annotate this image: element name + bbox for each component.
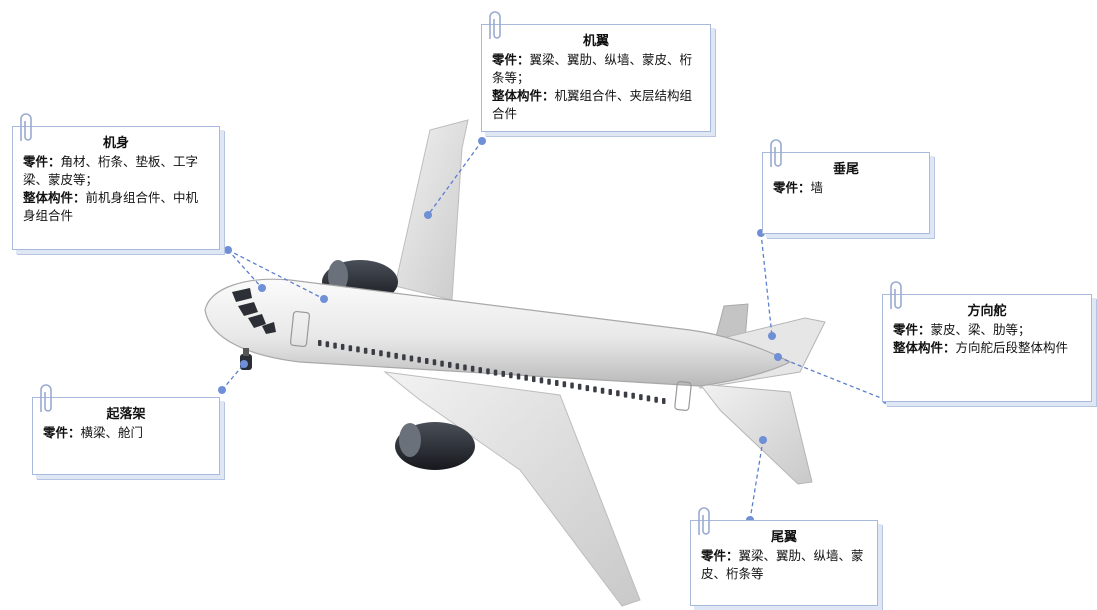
vertical-fin-title: 垂尾 [832,162,859,177]
cabin-window [318,340,322,346]
cabin-window [348,345,353,352]
cabin-window [455,363,460,370]
wing-note: 机翼 零件：翼梁、翼肋、纵墙、蒙皮、桁条等； 整体构件：机翼组合件、夹层结构组合… [481,11,711,132]
front-door [289,310,311,348]
cabin-window [379,350,383,357]
landing-gear-title: 起落架 [106,407,146,422]
cabin-window [493,369,498,376]
cabin-window [440,360,444,367]
cabin-window [593,386,597,393]
paperclip-icon [489,11,501,39]
cabin-window [402,354,406,361]
paperclip-icon [770,139,782,167]
cabin-window [662,398,666,404]
rudder-note: 方向舵 零件：蒙皮、梁、肋等； 整体构件：方向舵后段整体构件 [882,281,1092,402]
cabin-window [463,364,467,371]
wing-lower [383,371,641,607]
wing-assembly: 整体构件：机翼组合件、夹层结构组合件 [492,88,693,121]
wing-title: 机翼 [582,34,609,49]
cabin-window [340,343,345,350]
cabin-window [524,374,528,381]
cabin-window [333,342,337,349]
landing-gear-note: 起落架 零件：横梁、舱门 [32,384,220,475]
fuselage-note: 机身 零件：角材、桁条、垫板、工字梁、蒙皮等； 整体构件：前机身组合件、中机身组… [12,113,220,250]
cabin-window [417,356,421,363]
cabin-window [600,387,605,394]
cabin-window [409,355,414,362]
cabin-window [363,347,368,354]
horizontal-tail [698,383,813,485]
cabin-window [501,370,505,377]
rear-door [674,381,692,411]
cabin-window [509,372,513,379]
vertical-fin-note: 垂尾 零件：墙 [762,139,930,234]
cabin-window [577,383,582,390]
cabin-window [432,359,437,366]
paperclip-icon [698,507,710,535]
fuselage-title: 机身 [102,136,129,151]
fuselage [204,278,792,387]
horizontal-tail-parts: 零件：翼梁、翼肋、纵墙、蒙皮、桁条等 [701,548,864,581]
cabin-window [570,382,574,389]
cockpit-windows [232,288,276,334]
cabin-window [386,351,391,358]
cabin-window [616,390,620,397]
paperclip-icon [20,113,32,141]
cabin-window [639,394,643,401]
cabin-window [425,358,429,364]
horizontal-tail-title: 尾翼 [770,530,797,545]
cabin-window [631,392,635,399]
rudder-title: 方向舵 [967,304,1007,319]
cabin-window [608,389,612,395]
cabin-window [448,361,452,368]
cabin-window [486,368,490,375]
cabin-window [371,349,375,355]
cabin-window [562,381,567,388]
rudder-assembly: 整体构件：方向舵后段整体构件 [893,340,1069,355]
cabin-window [646,395,651,402]
leader-lines [221,140,887,521]
cabin-window [478,367,482,374]
cabin-window [654,396,658,403]
cabin-window [325,341,330,348]
cabin-window [547,378,551,385]
landing-gear-parts: 零件：横梁、舱门 [43,425,144,440]
cabin-window [470,365,475,372]
cabin-window [394,352,398,359]
fuselage-parts: 零件：角材、桁条、垫板、工字梁、蒙皮等； [23,154,199,187]
cabin-window [555,380,559,386]
cabin-window [516,373,521,380]
cabin-window [539,377,544,384]
fuselage-assembly: 整体构件：前机身组合件、中机身组合件 [23,190,199,223]
cabin-window [623,391,628,398]
paperclip-icon [40,384,52,412]
cabin-window [585,385,590,392]
engine-lower [395,422,475,470]
paperclip-icon [890,281,902,309]
cabin-windows [318,340,666,404]
wing-parts: 零件：翼梁、翼肋、纵墙、蒙皮、桁条等； [492,52,693,85]
cabin-window [356,346,360,353]
rudder-parts: 零件：蒙皮、梁、肋等； [893,322,1031,337]
vertical-fin-parts: 零件：墙 [773,180,824,195]
horizontal-tail-note: 尾翼 零件：翼梁、翼肋、纵墙、蒙皮、桁条等 [690,507,878,606]
cabin-window [532,376,536,383]
